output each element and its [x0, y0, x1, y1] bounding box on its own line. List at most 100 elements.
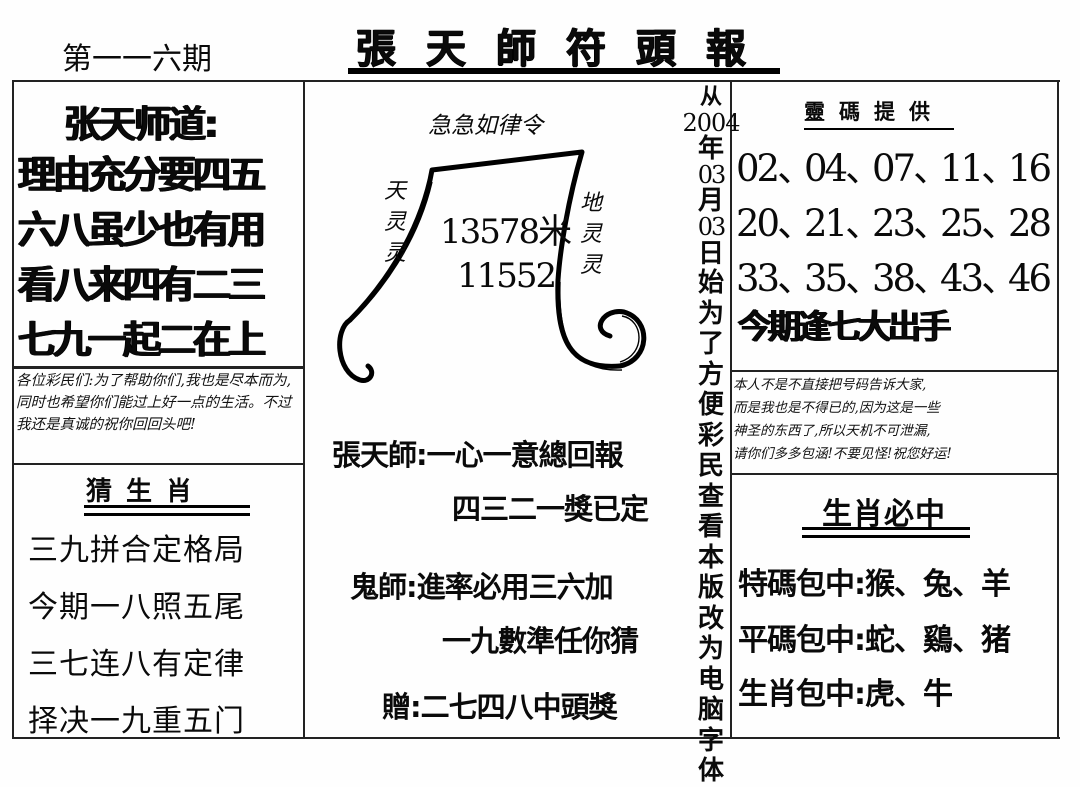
divider-left-col [303, 80, 305, 739]
masthead: 張天師符頭報 [348, 16, 780, 74]
incantation: 急急如律令 [428, 113, 543, 139]
codes-title-underline [804, 128, 954, 130]
divider-right-col [730, 80, 732, 739]
code-number: 07、 [872, 147, 950, 190]
year: 2004 [682, 109, 740, 137]
code-number: 02、 [736, 147, 814, 190]
line-text: 進率必用三六加 [416, 570, 614, 604]
handwritten-note-left: 各位彩民们:为了帮助你们,我也是尽本而为,同时也希望你们能过上好一点的生活。不过… [16, 373, 292, 433]
must-hit-row: 平碼包中:蛇、鷄、猪 [738, 615, 1011, 659]
code-number: 46 [1008, 257, 1052, 300]
zodiac-must-hit-box: 生肖必中 特碼包中:猴、兔、羊 平碼包中:蛇、鷄、猪 生肖包中:虎、牛 [732, 475, 1056, 737]
title-underline [802, 535, 970, 538]
must-hit-row: 特碼包中:猴、兔、羊 [738, 559, 1011, 603]
divider-left-1 [12, 366, 305, 369]
line-label: 鬼師: [350, 570, 418, 604]
must-hit-title: 生肖必中 [822, 497, 946, 532]
row-colon: : [854, 567, 866, 602]
code-number: 11、 [940, 147, 1018, 190]
line-label: 張天師: [332, 438, 428, 472]
note-line: 本人不是不直接把号码告诉大家, [733, 377, 927, 393]
center-line: 一九數準任你猜 [442, 618, 639, 660]
center-line: 鬼師:進率必用三六加 [350, 564, 614, 606]
row-colon: : [854, 677, 866, 712]
center-line: 張天師:一心一意總回報 [332, 432, 624, 474]
note-line: 请你们多多包涵!不要见怪!祝您好运! [733, 446, 952, 462]
code-number: 20、 [736, 202, 814, 245]
day: 03 [697, 213, 727, 241]
code-number: 33、 [736, 257, 814, 300]
code-number: 21、 [804, 202, 882, 245]
frame-left [12, 80, 14, 739]
codes-row: 02、04、07、11、16 [736, 138, 1076, 192]
line-text: 一九數準任你猜 [442, 624, 639, 658]
title-underline [84, 505, 250, 508]
label-char: 灵 [579, 222, 602, 247]
code-number: 38、 [872, 257, 950, 300]
verse-line: 理由充分要四五 [18, 153, 266, 197]
title-underline [84, 513, 250, 516]
month-char: 月 [697, 186, 724, 216]
line-label: 贈: [382, 690, 422, 724]
row-value: 蛇、鷄、猪 [865, 623, 1011, 658]
year-char: 年 [697, 134, 724, 164]
code-number: 28 [1008, 202, 1052, 245]
frame-bottom [12, 737, 1060, 739]
month: 03 [697, 161, 727, 189]
heaven-label: 天 灵 灵 [382, 176, 408, 269]
codes-slogan: 今期逢七大出手 [738, 307, 951, 346]
note-line: 神圣的东西了,所以天机不可泄漏, [733, 423, 931, 439]
row-value: 虎、牛 [865, 677, 953, 712]
label-char: 地 [579, 191, 602, 216]
spirit-codes-box: 靈碼提供 02、04、07、11、16 20、21、23、25、28 33、35… [732, 82, 1056, 370]
divider-right-1 [730, 370, 1059, 372]
guess-zodiac-box: 猜生肖 三九拼合定格局 今期一八照五尾 三七连八有定律 择决一九重五门 [14, 465, 302, 739]
verse-line: 七九一起二在上 [18, 318, 266, 362]
title-underline [802, 527, 970, 530]
codes-row: 33、35、38、43、46 [736, 248, 1076, 302]
guess-zodiac-title: 猜生肖 [86, 477, 207, 507]
zodiac-verse: 择决一九重五门 [28, 704, 245, 739]
line-text: 二七四八中頭獎 [420, 690, 618, 724]
zodiac-verse: 三七连八有定律 [28, 647, 245, 682]
verse-line: 看八来四有二三 [18, 263, 266, 307]
verse-heading: 张天师道: [64, 103, 219, 146]
earth-label: 地 灵 灵 [578, 188, 604, 281]
frame-right [1057, 80, 1059, 739]
talisman-number-2: 11552 [457, 256, 557, 296]
code-number: 16 [1008, 147, 1052, 190]
code-number: 25、 [940, 202, 1018, 245]
divider-right-2 [730, 473, 1059, 475]
label-char: 灵 [579, 253, 602, 278]
note-line: 而是我也是不得已的,因为这是一些 [733, 400, 940, 416]
from-mark: 从 [699, 85, 722, 110]
code-number: 43、 [940, 257, 1018, 300]
verse-line: 六八虽少也有用 [18, 208, 266, 252]
codes-row: 20、21、23、25、28 [736, 193, 1076, 247]
center-line: 贈:二七四八中頭獎 [382, 684, 618, 726]
handwritten-note-right: 本人不是不直接把号码告诉大家, 而是我也是不得已的,因为这是一些 神圣的东西了,… [733, 374, 1055, 472]
code-number: 23、 [872, 202, 950, 245]
issue-number: 第一一六期 [62, 42, 212, 77]
masthead-title: 張天師符頭報 [356, 26, 776, 72]
code-number: 04、 [804, 147, 882, 190]
must-hit-row: 生肖包中:虎、牛 [738, 669, 953, 713]
masthead-underline [348, 68, 780, 74]
talisman-drawing-icon [337, 149, 647, 383]
divider-left-2 [12, 463, 305, 465]
label-char: 天 [383, 179, 406, 204]
row-label: 生肖包中 [738, 677, 855, 712]
line-text: 一心一意總回報 [426, 438, 624, 472]
code-number: 35、 [804, 257, 882, 300]
frame-top-left [12, 80, 730, 82]
zodiac-verse: 今期一八照五尾 [28, 590, 245, 625]
row-value: 猴、兔、羊 [865, 567, 1011, 602]
day-char: 日 [697, 239, 724, 269]
zhang-tianshi-verse-box: 张天师道: 理由充分要四五 六八虽少也有用 看八来四有二三 七九一起二在上 [14, 82, 302, 366]
line-text: 四三二一獎已定 [452, 492, 649, 526]
label-char: 灵 [383, 210, 406, 235]
zodiac-verse: 三九拼合定格局 [28, 533, 245, 568]
vertical-text: 始为了方便彩民查看本版改为电脑字体 [697, 268, 724, 786]
row-label: 平碼包中 [738, 623, 855, 658]
center-line: 四三二一獎已定 [452, 486, 649, 528]
